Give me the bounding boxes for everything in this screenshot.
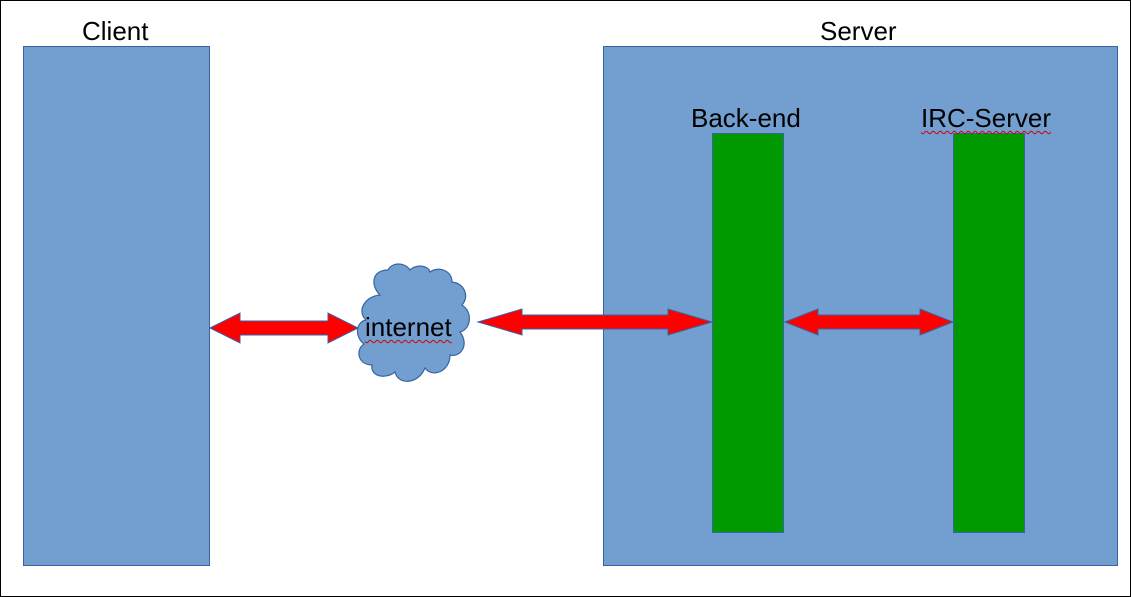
backend-irc-arrow: [783, 308, 955, 336]
backend-label: Back-end: [691, 103, 801, 133]
irc-server-label: IRC-Server: [921, 103, 1052, 133]
client-box: [23, 46, 210, 566]
client-label: Client: [82, 16, 149, 46]
backend-box: [712, 133, 784, 533]
server-label: Server: [820, 16, 897, 46]
irc-server-box: [953, 133, 1025, 533]
server-box: [603, 46, 1118, 566]
internet-label: internet: [365, 312, 452, 342]
internet-backend-arrow: [476, 308, 714, 336]
client-internet-arrow: [208, 312, 360, 344]
internet-cloud-icon: [356, 263, 470, 382]
